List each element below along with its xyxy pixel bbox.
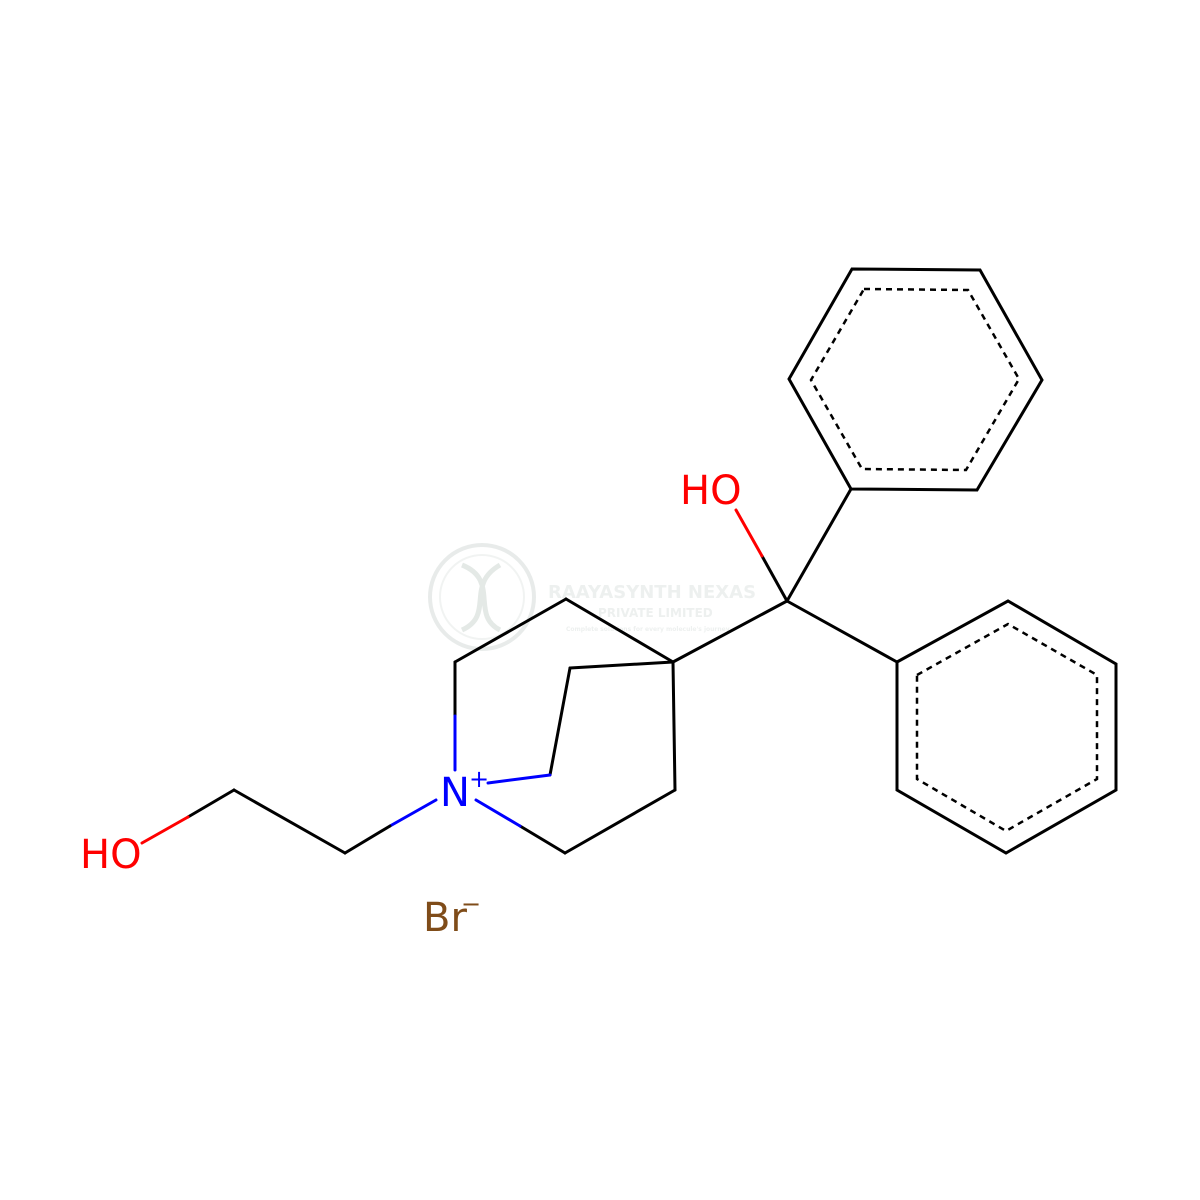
ring-aromatic-upper bbox=[809, 287, 1021, 472]
hydroxyethyl-chain bbox=[140, 788, 438, 855]
bond-c-bridgehead bbox=[671, 599, 789, 664]
bond-cage-5 bbox=[548, 666, 572, 777]
bond-n-ch2-black bbox=[343, 824, 392, 855]
bond-cage-8 bbox=[518, 824, 567, 855]
quinuclidine-cage bbox=[453, 597, 677, 855]
phenyl-ring-lower bbox=[895, 599, 1118, 855]
watermark-logo-ring bbox=[428, 543, 536, 651]
bond-cage-8-n bbox=[474, 798, 522, 828]
watermark: RAAYASYNTH NEXAS PRIVATE LIMITED Complet… bbox=[428, 543, 756, 651]
hydroxyl-label-left: HO bbox=[80, 832, 142, 878]
nitrogen-label: N bbox=[440, 770, 470, 816]
watermark-logo-inner-ring bbox=[439, 554, 525, 640]
bond-ch2-ch2 bbox=[232, 788, 347, 855]
watermark-tagline: Complete solutions for every molecule's … bbox=[566, 626, 730, 633]
bromide-label: Br bbox=[423, 895, 467, 941]
hydroxyl-label-top: HO bbox=[680, 468, 742, 514]
ring-bonds-upper bbox=[787, 267, 1044, 492]
watermark-company: RAAYASYNTH NEXAS bbox=[548, 582, 756, 603]
bond-cage-1 bbox=[564, 597, 675, 664]
bond-cage-7 bbox=[563, 788, 677, 855]
bond-c-o-red bbox=[734, 508, 764, 558]
bond-ch2-o-black bbox=[186, 788, 236, 819]
bond-cage-2 bbox=[453, 597, 568, 664]
bromide-charge: − bbox=[461, 890, 481, 918]
watermark-dna-icon bbox=[460, 562, 502, 633]
bond-n-ch2-blue bbox=[388, 798, 438, 828]
bond-c-phenyl-lower bbox=[785, 599, 899, 664]
bond-cage-5-n bbox=[486, 773, 552, 785]
bond-cage-6 bbox=[671, 660, 677, 792]
carbinol-bonds bbox=[671, 487, 899, 664]
nitrogen-charge: + bbox=[469, 765, 489, 793]
bond-c-phenyl-upper bbox=[785, 487, 853, 603]
bond-ch2-o-red bbox=[140, 815, 190, 845]
watermark-subtitle: PRIVATE LIMITED bbox=[598, 606, 713, 620]
ring-bonds-lower bbox=[895, 599, 1118, 855]
bond-cage-4 bbox=[568, 660, 675, 670]
phenyl-ring-upper bbox=[787, 267, 1044, 492]
ring-aromatic-lower bbox=[915, 622, 1099, 833]
bond-c-o-black bbox=[760, 554, 789, 603]
